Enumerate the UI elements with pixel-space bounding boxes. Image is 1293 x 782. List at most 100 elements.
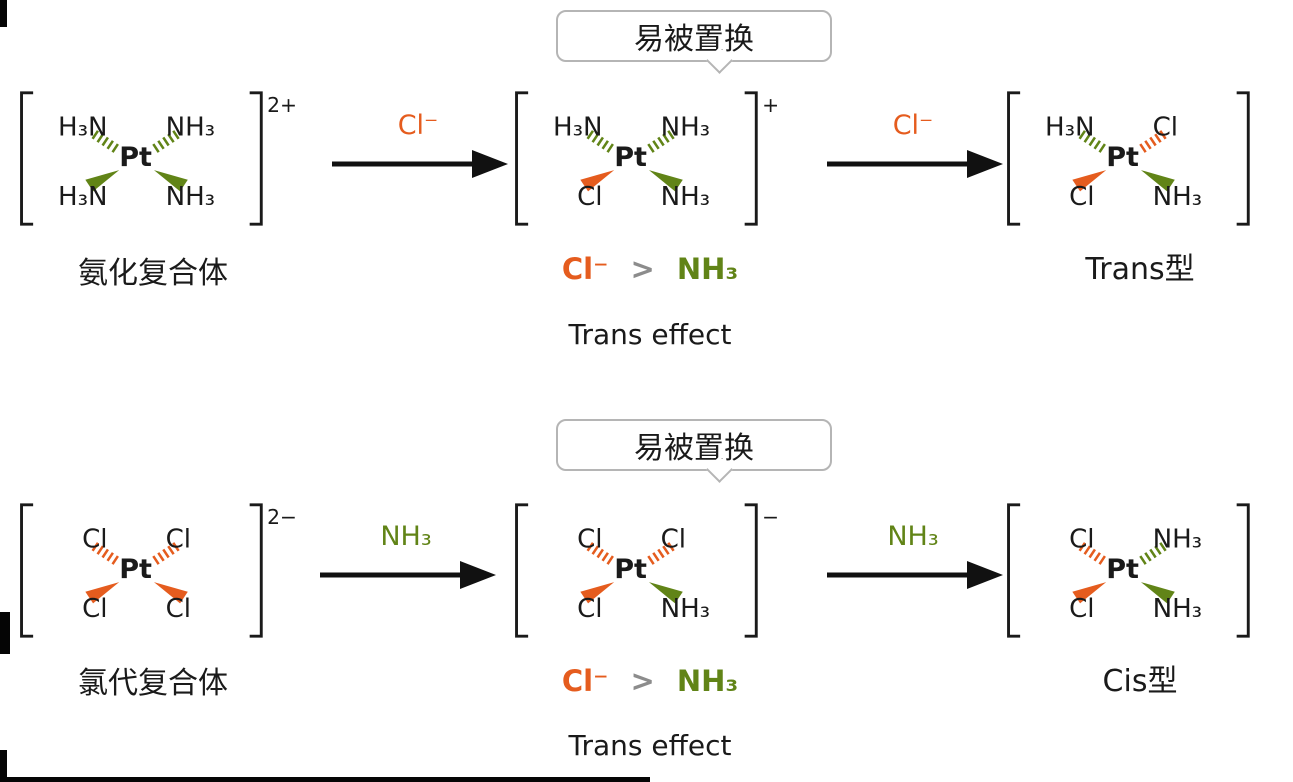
- bracket-right: [249, 91, 263, 226]
- bond-hash-top-left: [1077, 541, 1106, 565]
- bond-wedge-bottom-right: [648, 582, 683, 604]
- bracket-right: [1236, 503, 1250, 638]
- trans-rule-strong: Cl⁻: [561, 252, 609, 286]
- bracket-right: [744, 503, 758, 638]
- complex-cis-diammine-dichloro-pt: Pt Cl NH₃ Cl NH₃: [1007, 503, 1250, 638]
- trans-rule-row2: Cl⁻ > NH₃: [500, 664, 800, 698]
- bond-wedge-bottom-right: [1140, 170, 1175, 192]
- ligand-top-right: Cl: [661, 524, 686, 554]
- bond-wedge-bottom-left: [1072, 582, 1107, 604]
- bracket-left: [20, 503, 34, 638]
- charge-label: +: [762, 93, 779, 117]
- speech-bubble-bottom-text: 易被置换: [634, 431, 754, 466]
- trans-rule-strong: Cl⁻: [561, 664, 609, 698]
- bond-hash-top-left: [1077, 129, 1106, 153]
- reaction-arrow-2: Cl⁻: [827, 110, 1003, 178]
- ligand-bottom-right: Cl: [166, 594, 191, 624]
- ligand-bottom-right: NH₃: [1153, 594, 1203, 624]
- scan-artifact: [0, 0, 7, 27]
- ligand-bottom-left: Cl: [577, 594, 602, 624]
- ligand-bottom-left: Cl: [1069, 182, 1094, 212]
- ligand-top-left: H₃N: [58, 112, 108, 142]
- ligand-bottom-right: NH₃: [1153, 182, 1203, 212]
- scan-artifact: [0, 612, 10, 654]
- pt-label: Pt: [119, 554, 152, 585]
- bond-hash-top-left: [90, 541, 119, 565]
- ligand-bottom-right: NH₃: [661, 182, 711, 212]
- bond-wedge-bottom-right: [1140, 582, 1175, 604]
- bond-wedge-bottom-left: [580, 582, 615, 604]
- arrow-head-icon: [967, 561, 1003, 589]
- bracket-right: [249, 503, 263, 638]
- arrow-reagent-label: Cl⁻: [893, 110, 934, 141]
- arrow-head-icon: [967, 150, 1003, 178]
- charge-label: 2−: [267, 505, 297, 529]
- arrow-head-icon: [472, 150, 508, 178]
- bond-hash-top-right: [647, 129, 676, 153]
- trans-effect-label-row1: Trans effect: [568, 318, 732, 351]
- caption-cis-isomer: Cis型: [1102, 664, 1178, 699]
- pt-label: Pt: [1106, 142, 1139, 173]
- reaction-arrow-1: Cl⁻: [332, 110, 508, 178]
- ligand-bottom-left: Cl: [82, 594, 107, 624]
- bond-wedge-bottom-left: [85, 170, 120, 192]
- complex-trichloro-ammine-pt: − Pt Cl Cl Cl NH₃: [515, 503, 779, 638]
- reaction-arrow-4: NH₃: [827, 521, 1003, 589]
- complex-trans-diammine-dichloro-pt: Pt H₃N Cl Cl NH₃: [1007, 91, 1250, 226]
- arrow-reagent-label: NH₃: [380, 521, 431, 552]
- pt-label: Pt: [614, 142, 647, 173]
- complex-tetraammine-pt: 2+ Pt H₃N NH₃ H₃N NH₃: [20, 91, 297, 226]
- ligand-top-left: H₃N: [553, 112, 603, 142]
- bond-wedge-bottom-left: [1072, 170, 1107, 192]
- bond-wedge-bottom-right: [648, 170, 683, 192]
- trans-rule-weak: NH₃: [676, 664, 739, 698]
- bond-wedge-bottom-right: [153, 582, 188, 604]
- ligand-top-left: Cl: [577, 524, 602, 554]
- ligand-top-right: NH₃: [1153, 524, 1203, 554]
- bond-hash-top-left: [585, 129, 614, 153]
- speech-bubble-top: 易被置换: [556, 10, 832, 74]
- bond-hash-top-right: [1139, 129, 1168, 153]
- bond-wedge-bottom-left: [580, 170, 615, 192]
- ligand-top-right: Cl: [166, 524, 191, 554]
- caption-ammine-complex: 氨化复合体: [78, 256, 228, 291]
- reaction-arrow-3: NH₃: [320, 521, 496, 589]
- bracket-left: [1007, 91, 1021, 226]
- ligand-bottom-left: Cl: [1069, 594, 1094, 624]
- ligand-bottom-left: H₃N: [58, 182, 108, 212]
- charge-label: −: [762, 505, 779, 529]
- ligand-bottom-right: NH₃: [661, 594, 711, 624]
- bond-hash-top-left: [585, 541, 614, 565]
- trans-effect-label-row2: Trans effect: [568, 729, 732, 762]
- caption-trans-isomer: Trans型: [1085, 252, 1195, 287]
- trans-rule-weak: NH₃: [676, 252, 739, 286]
- ligand-bottom-left: Cl: [577, 182, 602, 212]
- bracket-left: [515, 503, 529, 638]
- speech-bubble-bottom: 易被置换: [556, 419, 832, 483]
- ligand-top-right: NH₃: [166, 112, 216, 142]
- bracket-right: [1236, 91, 1250, 226]
- caption-chloro-complex: 氯代复合体: [78, 666, 228, 701]
- arrow-reagent-label: NH₃: [887, 521, 938, 552]
- bond-hash-top-right: [152, 541, 181, 565]
- ligand-top-right: NH₃: [661, 112, 711, 142]
- bond-hash-top-right: [647, 541, 676, 565]
- ligand-top-right: Cl: [1153, 112, 1178, 142]
- bracket-left: [1007, 503, 1021, 638]
- trans-rule-operator: >: [630, 252, 655, 286]
- pt-label: Pt: [614, 554, 647, 585]
- bracket-right: [744, 91, 758, 226]
- scan-artifact: [0, 777, 650, 782]
- scan-artifact: [0, 750, 7, 782]
- bracket-left: [20, 91, 34, 226]
- complex-triammine-chloro-pt: + Pt H₃N NH₃ Cl NH₃: [515, 91, 779, 226]
- trans-rule-operator: >: [630, 664, 655, 698]
- arrow-reagent-label: Cl⁻: [398, 110, 439, 141]
- charge-label: 2+: [267, 93, 297, 117]
- bond-hash-top-right: [152, 129, 181, 153]
- bond-hash-top-right: [1139, 541, 1168, 565]
- ligand-top-left: H₃N: [1045, 112, 1095, 142]
- complex-tetrachloro-pt: 2− Pt Cl Cl Cl Cl: [20, 503, 297, 638]
- ligand-bottom-right: NH₃: [166, 182, 216, 212]
